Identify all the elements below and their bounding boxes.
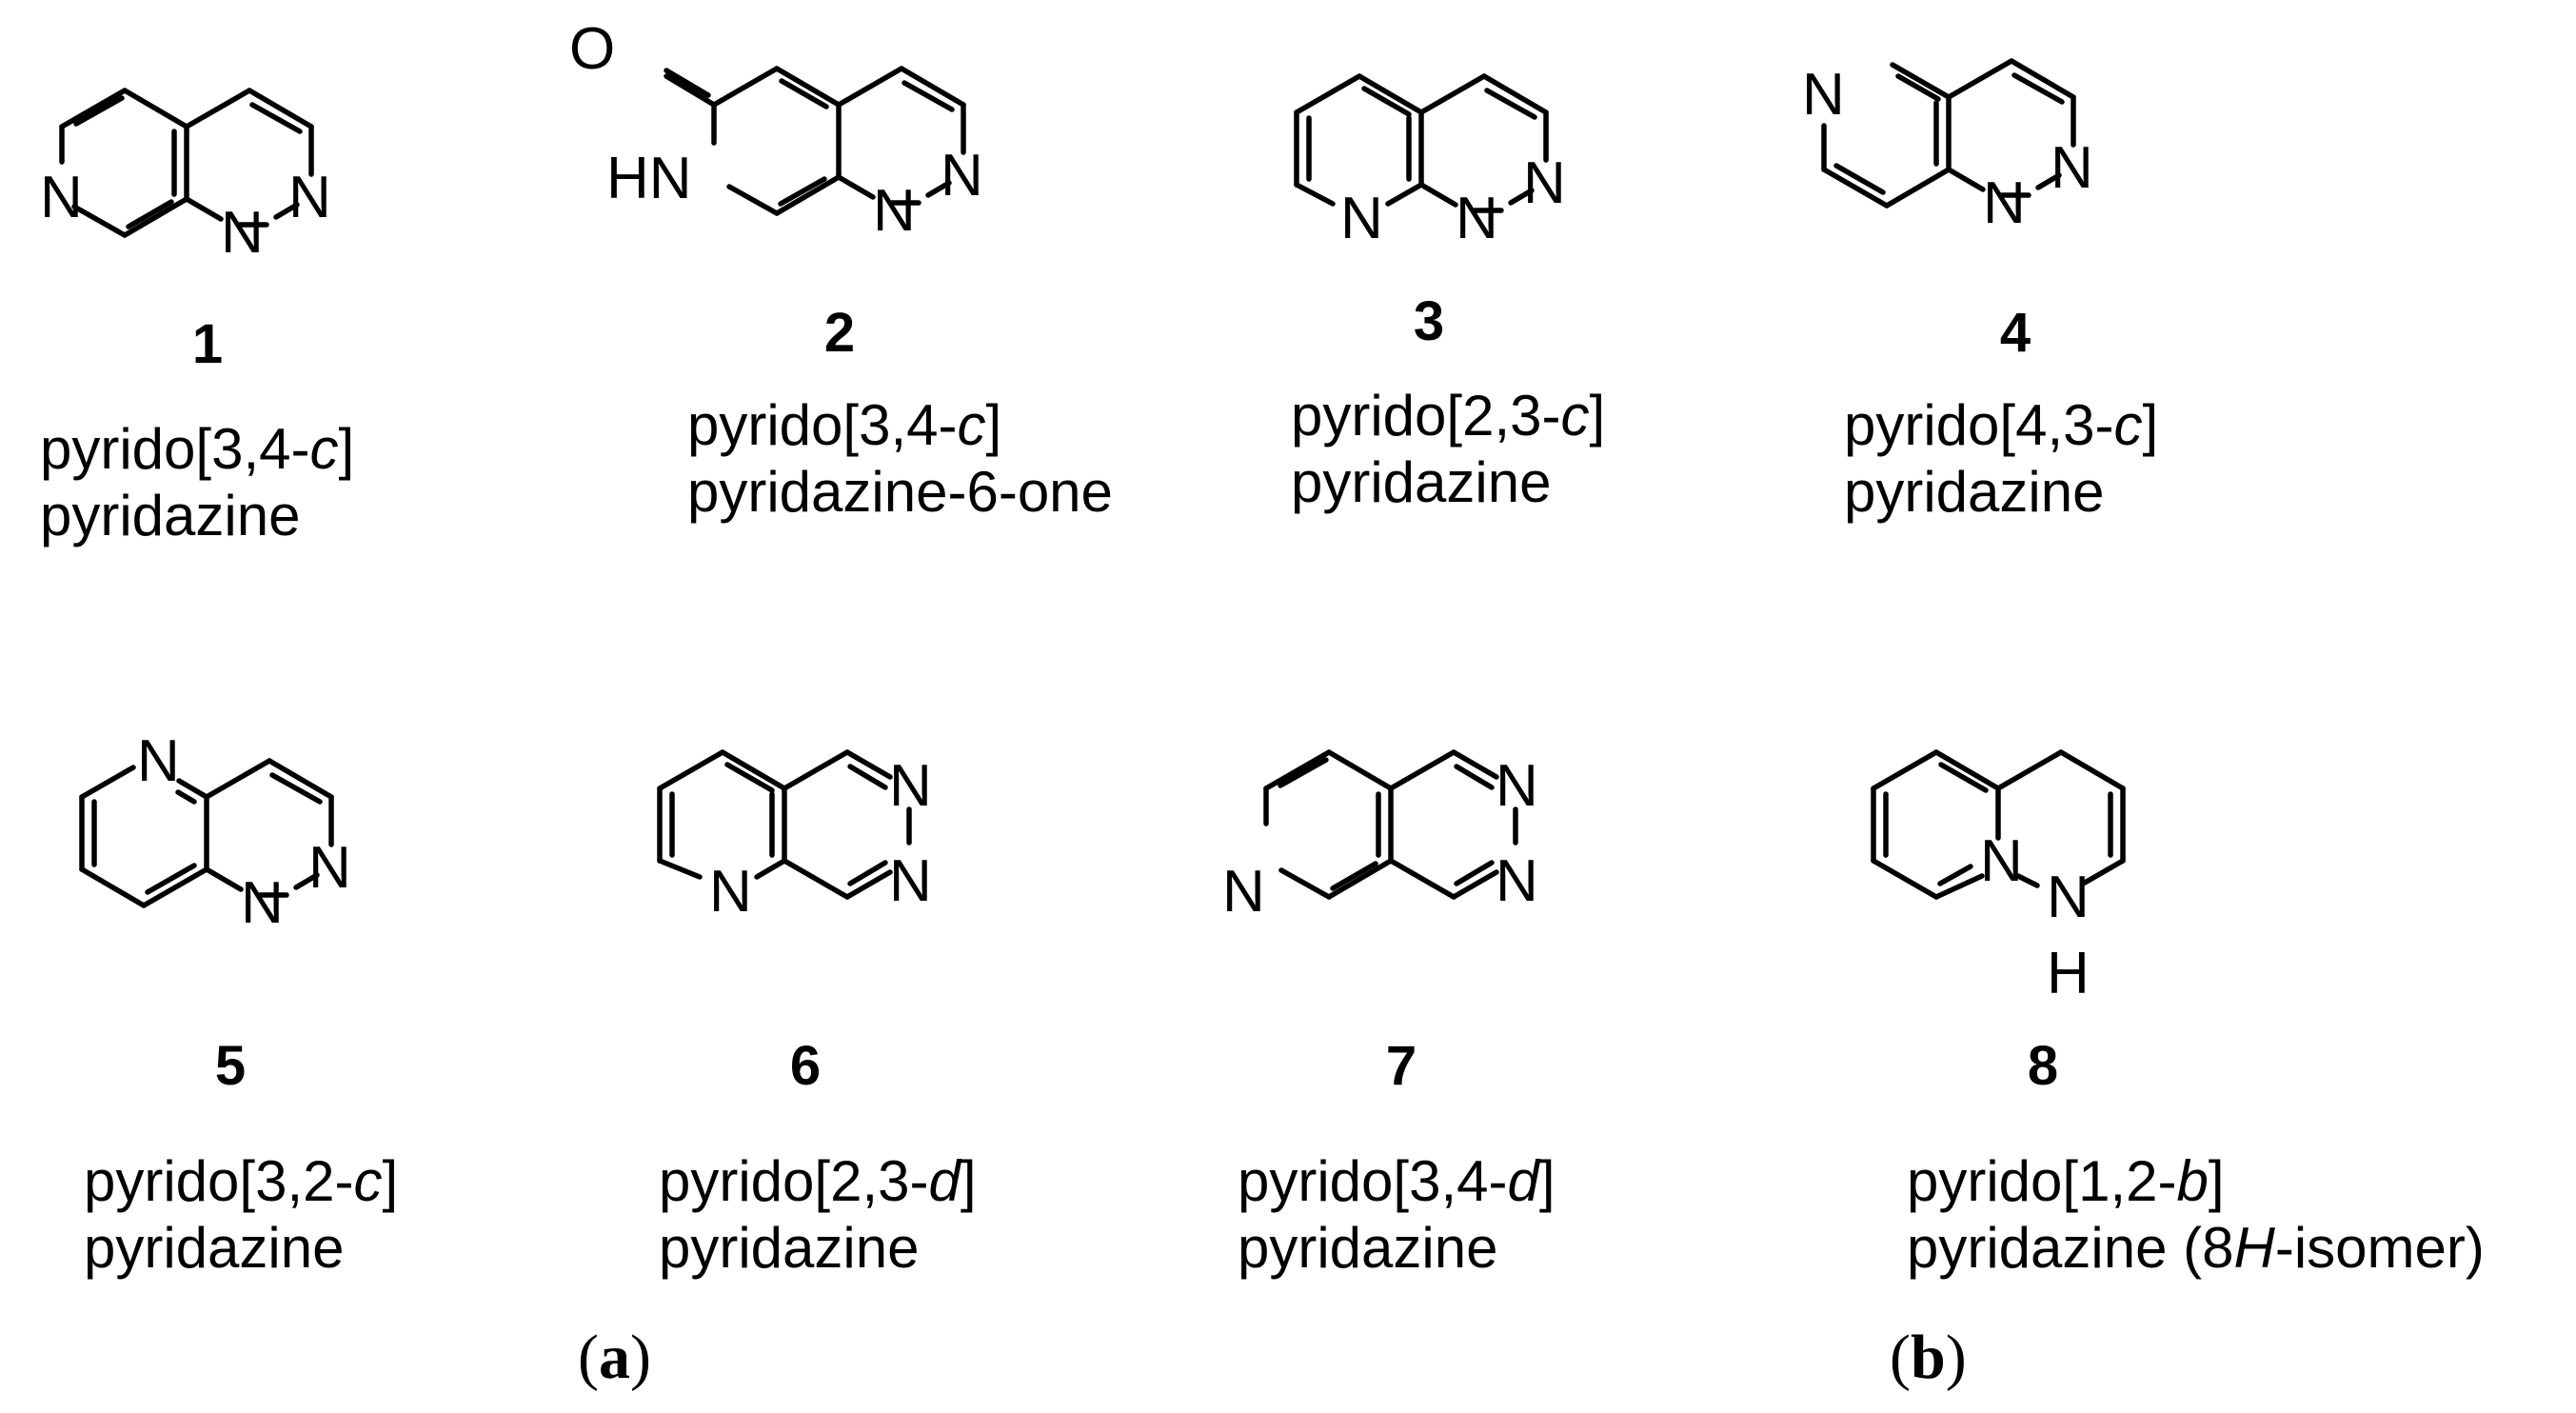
atom-n: N [1222, 859, 1265, 925]
atom-n: N [1983, 170, 2026, 236]
panel-label-b: (b) [1890, 1323, 1967, 1392]
compound-number-6: 6 [789, 1035, 822, 1097]
compound-name-5: pyrido[3,2-c] pyridazine [84, 1149, 399, 1280]
atom-o: O [569, 16, 615, 82]
compound-number-5: 5 [214, 1035, 247, 1097]
compound-number-8: 8 [2027, 1035, 2059, 1097]
panel-label-a: (a) [578, 1323, 651, 1392]
compound-name-7: pyrido[3,4-d] pyridazine [1238, 1149, 1556, 1280]
atom-n: N [1340, 186, 1383, 251]
atom-n: N [1523, 150, 1566, 216]
atom-n: N [1802, 62, 1845, 128]
atom-n: N [2051, 135, 2093, 201]
atom-n: N [40, 165, 83, 230]
atom-n: N [1496, 848, 1538, 914]
structure-6: N N N [657, 749, 932, 925]
atom-n: N [288, 165, 331, 230]
atom-n: N [221, 200, 264, 266]
atom-n: N [241, 870, 284, 936]
atom-h: H [2047, 941, 2090, 1006]
compound-name-8: pyrido[1,2-b] pyridazine (8H-isomer) [1907, 1149, 2485, 1280]
structure-7: N N N [1222, 749, 1538, 925]
structure-5: N N N [79, 728, 351, 936]
compound-name-1: pyrido[3,4-c] pyridazine [40, 417, 355, 547]
structure-2: O HN N N [569, 16, 983, 244]
atom-n: N [889, 753, 932, 819]
atom-n: N [941, 143, 983, 209]
compound-name-6: pyrido[2,3-d] pyridazine [659, 1149, 977, 1280]
atom-n: N [709, 859, 752, 925]
atom-n: N [1980, 828, 2023, 894]
compound-number-3: 3 [1413, 290, 1445, 352]
atom-n: N [889, 848, 932, 914]
compound-name-3: pyrido[2,3-c] pyridazine [1291, 384, 1606, 514]
atom-hn: HN [606, 146, 692, 211]
atom-n: N [137, 728, 180, 794]
structure-4: N N N [1802, 58, 2093, 236]
atom-n: N [308, 835, 351, 901]
atom-n: N [2047, 865, 2090, 930]
atom-n: N [1496, 753, 1538, 819]
compound-number-2: 2 [823, 302, 856, 364]
atom-n: N [873, 178, 916, 244]
compound-name-4: pyrido[4,3-c] pyridazine [1844, 393, 2159, 524]
compound-number-1: 1 [191, 313, 224, 375]
compound-number-7: 7 [1385, 1035, 1417, 1097]
structure-1: N N N [40, 88, 331, 266]
compound-number-4: 4 [1999, 302, 2031, 364]
structure-8: N N H [1871, 749, 2126, 1006]
atom-n: N [1456, 186, 1498, 251]
compound-name-2: pyrido[3,4-c] pyridazine-6-one [687, 393, 1113, 524]
structure-3: N N N [1294, 73, 1566, 251]
